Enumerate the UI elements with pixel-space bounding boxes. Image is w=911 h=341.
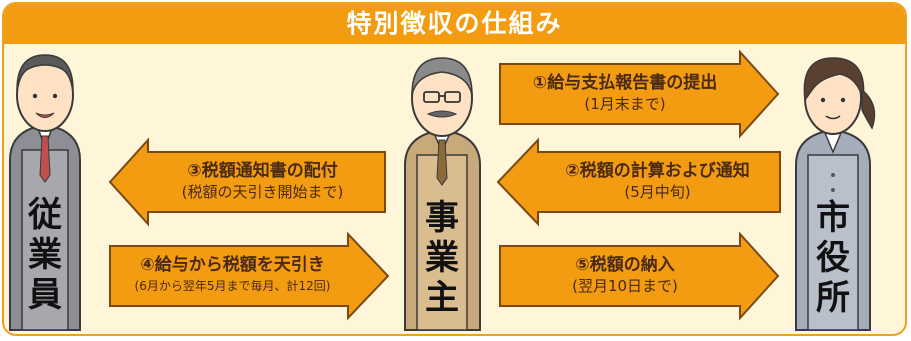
arrow-step-3 xyxy=(108,137,386,227)
step-3-note: (税額の天引き開始まで) xyxy=(181,183,344,201)
step-4-note: (6月から翌年5月まで毎月、計12回) xyxy=(134,279,331,293)
arrow-step-1 xyxy=(499,49,780,139)
employee-label: 従業員 xyxy=(28,195,62,315)
diagram-title: 特別徴収の仕組み xyxy=(4,4,905,44)
step-2-note: (5月中旬) xyxy=(624,183,691,201)
step-1-text: ①給与支払報告書の提出 (1月末まで) xyxy=(505,72,745,114)
arrow-step-4 xyxy=(109,231,390,321)
arrow-step-2 xyxy=(496,137,781,227)
step-3-title: ③税額通知書の配付 xyxy=(187,161,338,181)
employer-figure xyxy=(404,57,481,331)
city-office-figure xyxy=(795,57,876,331)
arrow-step-5 xyxy=(499,231,780,321)
step-1-note: (1月末まで) xyxy=(584,95,666,113)
step-2-text: ②税額の計算および通知 (5月中旬) xyxy=(535,160,780,202)
step-4-title: ④給与から税額を天引き xyxy=(140,255,325,275)
step-5-title: ⑤税額の納入 xyxy=(575,255,675,275)
step-1-title: ①給与支払報告書の提出 xyxy=(532,73,718,93)
step-5-note: (翌月10日まで) xyxy=(572,277,678,295)
city-office-label: 市役所 xyxy=(816,198,850,318)
employer-label: 事業主 xyxy=(425,198,459,318)
step-4-text: ④給与から税額を天引き (6月から翌年5月まで毎月、計12回) xyxy=(110,254,355,296)
employee-figure xyxy=(9,54,81,331)
step-3-text: ③税額通知書の配付 (税額の天引き開始まで) xyxy=(140,160,385,202)
step-2-title: ②税額の計算および通知 xyxy=(565,161,750,181)
step-5-text: ⑤税額の納入 (翌月10日まで) xyxy=(505,254,745,296)
